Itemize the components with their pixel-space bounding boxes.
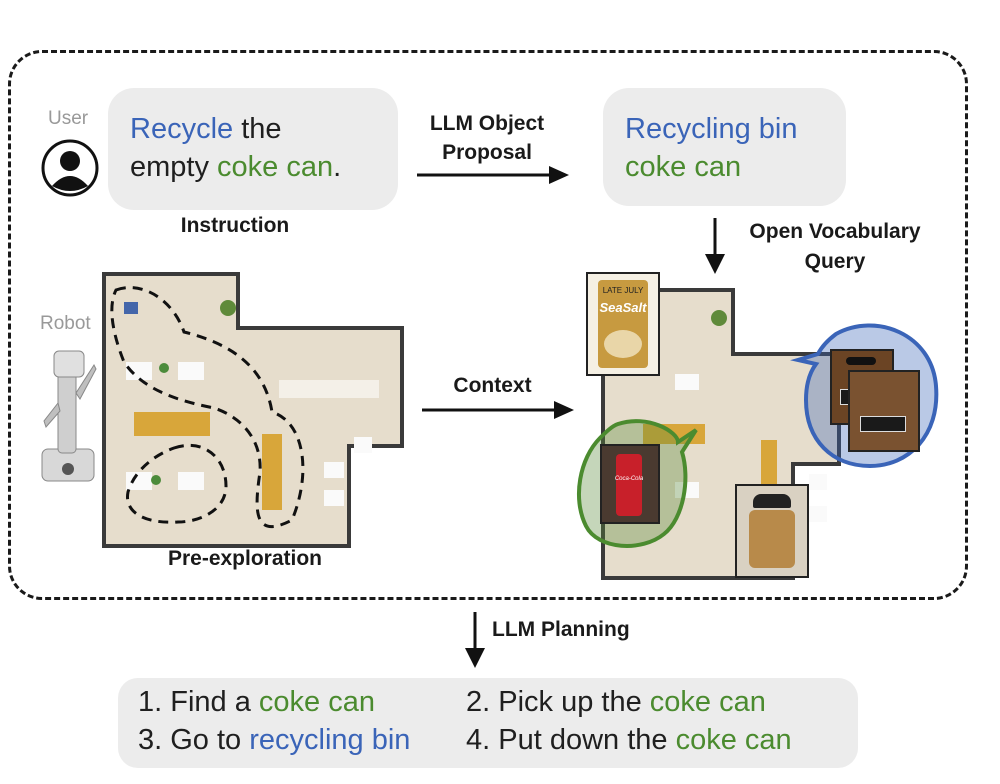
chips-bag: LATE JULY SeaSalt bbox=[598, 280, 648, 368]
pre-exploration-caption: Pre-exploration bbox=[167, 547, 323, 570]
chips-brand: LATE JULY bbox=[602, 286, 644, 295]
context-label: Context bbox=[453, 374, 532, 397]
plan-step-3: 3. Go to recycling bin bbox=[138, 724, 411, 756]
proposal-object-1: Recycling bin bbox=[625, 113, 798, 145]
instruction-verb: Recycle bbox=[130, 113, 234, 145]
coke-brand: Coca-Cola bbox=[614, 476, 644, 482]
instruction-object: coke can bbox=[217, 151, 334, 183]
proposal-arrow bbox=[417, 166, 569, 184]
instruction-text: Recycle the empty coke can. bbox=[130, 113, 342, 183]
user-icon bbox=[41, 139, 99, 197]
context-frame bbox=[8, 50, 968, 600]
coke-can-shape: Coca-Cola bbox=[615, 454, 643, 516]
proposal-label-1: LLM Object bbox=[429, 112, 545, 135]
plan-step-1: 1. Find a coke can bbox=[138, 686, 375, 718]
recycling-bin-thumbnail-2 bbox=[848, 370, 920, 452]
user-label: User bbox=[48, 108, 89, 129]
query-label-2: Query bbox=[804, 250, 866, 273]
proposal-object-2: coke can bbox=[625, 151, 742, 183]
plan-bubble: 1. Find a coke can 2. Pick up the coke c… bbox=[118, 678, 858, 768]
query-arrow bbox=[705, 218, 725, 274]
plan-step-2: 2. Pick up the coke can bbox=[466, 686, 766, 718]
plan-step-4: 4. Put down the coke can bbox=[466, 724, 792, 756]
instruction-bubble: Recycle the empty coke can. bbox=[108, 88, 398, 210]
instruction-caption: Instruction bbox=[180, 214, 290, 237]
pre-exploration-map bbox=[102, 272, 404, 548]
coke-thumbnail: Coca-Cola bbox=[600, 444, 660, 524]
context-arrow bbox=[422, 401, 574, 419]
chips-thumbnail: LATE JULY SeaSalt bbox=[586, 272, 660, 376]
planning-label: LLM Planning bbox=[492, 618, 630, 641]
robot-label: Robot bbox=[40, 313, 91, 334]
robot-icon bbox=[41, 350, 97, 482]
jar-thumbnail bbox=[735, 484, 809, 578]
proposal-label-2: Proposal bbox=[442, 141, 532, 164]
planning-arrow bbox=[465, 612, 485, 668]
query-label-1: Open Vocabulary bbox=[749, 220, 921, 243]
chips-name: SeaSalt bbox=[599, 300, 647, 315]
proposal-bubble: Recycling bin coke can bbox=[603, 88, 846, 206]
